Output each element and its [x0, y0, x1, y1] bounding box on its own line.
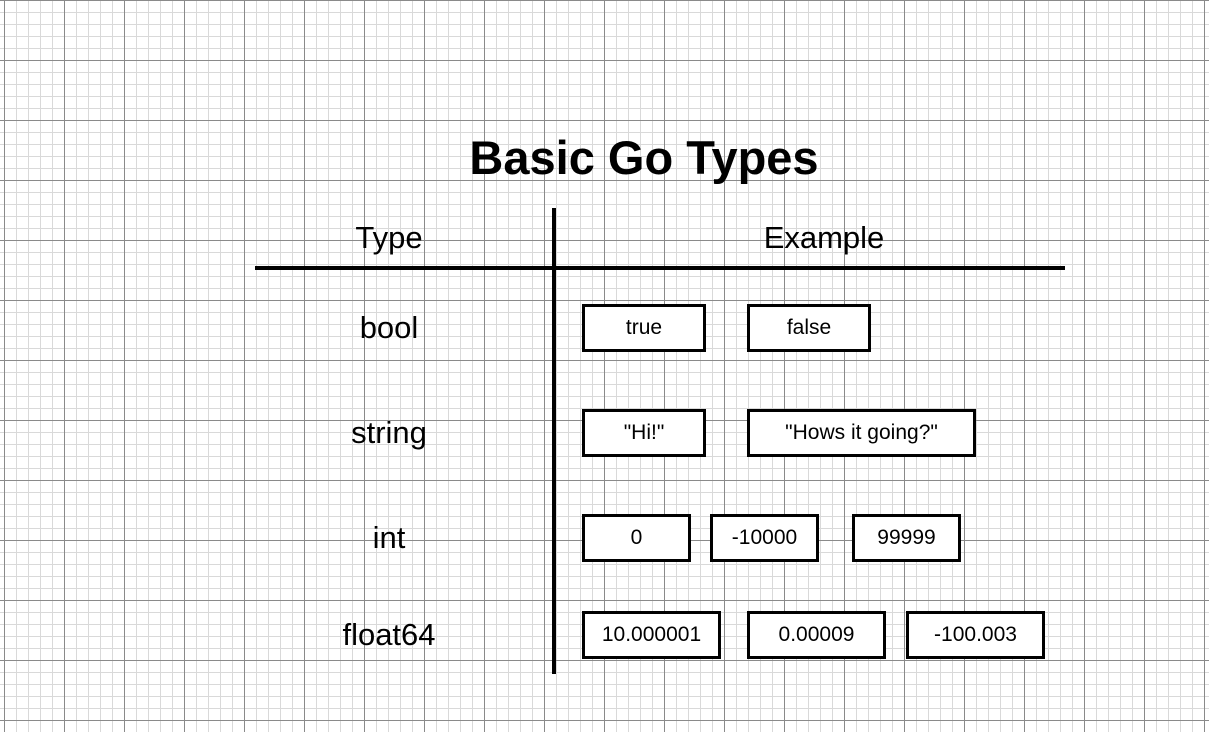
example-box: -100.003	[906, 611, 1045, 659]
example-box: -10000	[710, 514, 819, 562]
type-label-string: string	[351, 415, 427, 450]
example-box: "Hi!"	[582, 409, 706, 457]
type-label-float64: float64	[342, 617, 436, 652]
example-box: 99999	[852, 514, 961, 562]
example-box: 0	[582, 514, 691, 562]
type-label-bool: bool	[359, 310, 419, 345]
type-label-int: int	[372, 520, 406, 555]
example-column-header: Example	[763, 220, 885, 255]
example-box: true	[582, 304, 706, 352]
header-divider	[255, 266, 1065, 270]
column-divider	[552, 208, 556, 674]
example-box: 0.00009	[747, 611, 886, 659]
diagram-title: Basic Go Types	[469, 131, 819, 184]
example-box: false	[747, 304, 871, 352]
example-box: 10.000001	[582, 611, 721, 659]
type-column-header: Type	[355, 220, 423, 255]
example-box: "Hows it going?"	[747, 409, 976, 457]
